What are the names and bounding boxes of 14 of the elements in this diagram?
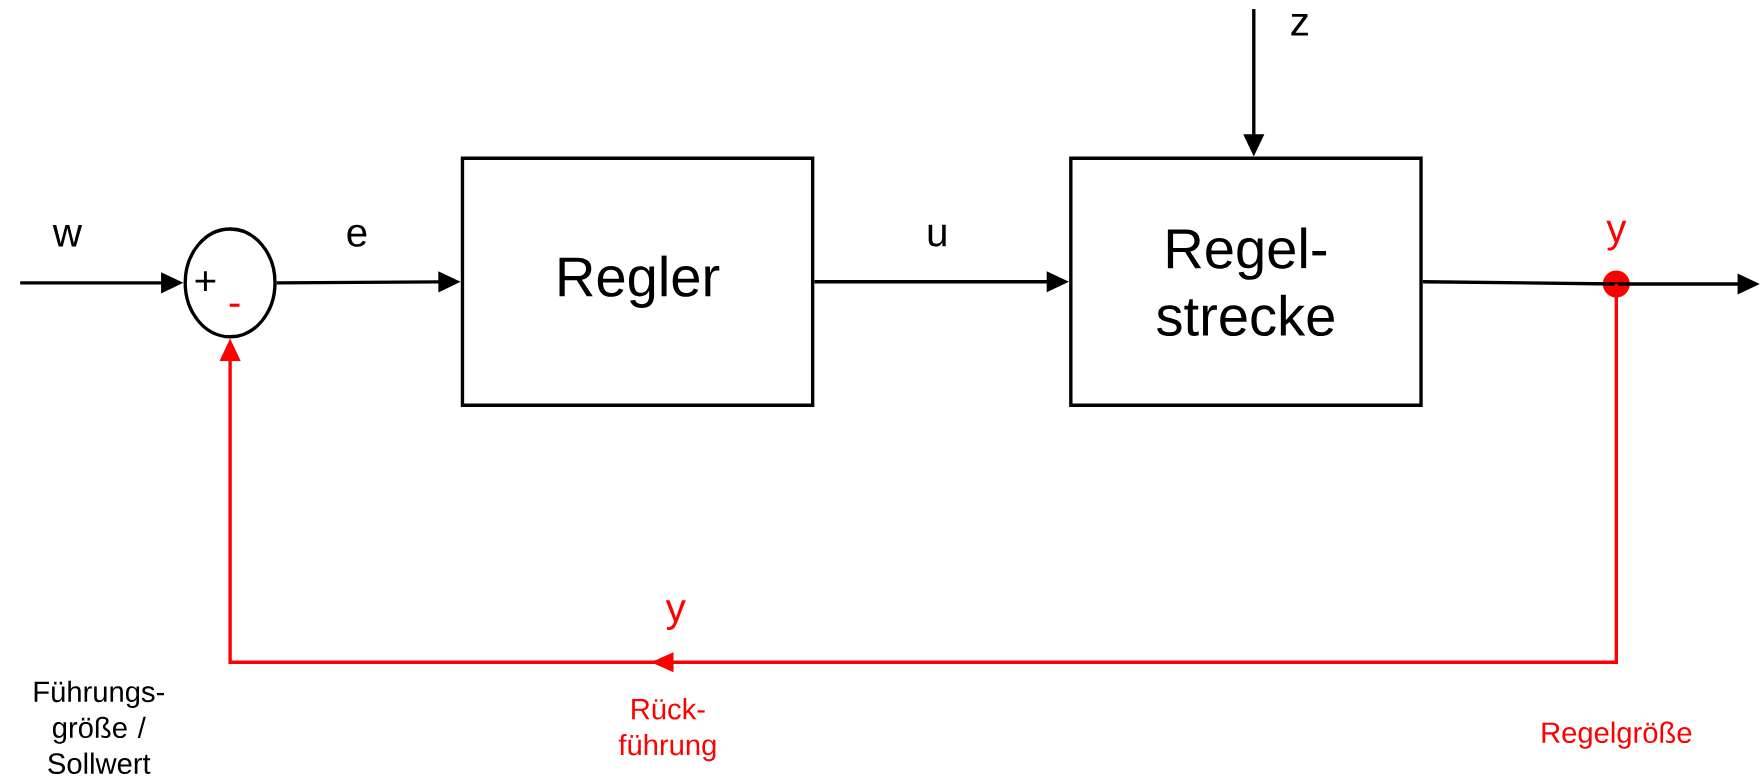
annotation: Führungs- größe / Sollwert: [34, 680, 164, 774]
arrow: [219, 283, 1619, 673]
block-box: Regler: [460, 156, 815, 407]
edge-label: e: [347, 224, 367, 247]
edge-label: y: [665, 600, 686, 630]
annotation: Regelgröße: [1542, 721, 1692, 749]
summing-junction: + -: [183, 227, 277, 339]
block-box: Regel- strecke: [1069, 156, 1423, 407]
branch-point: [1602, 270, 1630, 298]
edge-label: w: [52, 224, 83, 247]
edge-label: z: [1291, 13, 1308, 36]
annotation: y: [1606, 220, 1627, 251]
annotation: Rück- führung: [618, 697, 716, 761]
edge-label: u: [928, 224, 946, 247]
